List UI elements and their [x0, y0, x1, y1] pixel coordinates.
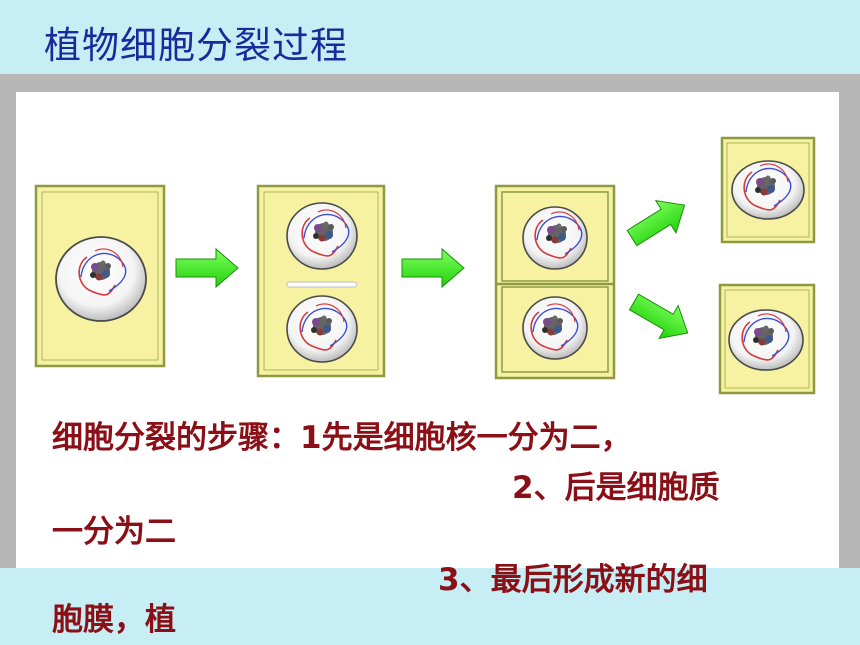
bottom-band [0, 568, 860, 645]
step-2-continuation: 一分为二 [52, 514, 176, 550]
cell-stage-1 [34, 184, 166, 368]
step-1-text: 细胞分裂的步骤：1先是细胞核一分为二， [52, 420, 632, 456]
arrow-icon-2 [401, 248, 465, 288]
slide-title: 植物细胞分裂过程 [44, 24, 348, 67]
step-3-continuation: 胞膜，植 [52, 602, 176, 638]
daughter-cell-top [720, 136, 816, 244]
division-plate [286, 281, 358, 288]
cell-stage-3 [494, 184, 616, 380]
arrow-icon-down [624, 285, 698, 350]
step-3-text: 3、最后形成新的细 [438, 562, 708, 598]
title-band: 植物细胞分裂过程 [0, 0, 860, 74]
arrow-icon-up [621, 188, 696, 255]
cell-stage-2 [256, 184, 386, 378]
arrow-icon-1 [175, 248, 239, 288]
step-2-text: 2、后是细胞质 [512, 470, 720, 506]
daughter-cell-bottom [718, 283, 816, 395]
